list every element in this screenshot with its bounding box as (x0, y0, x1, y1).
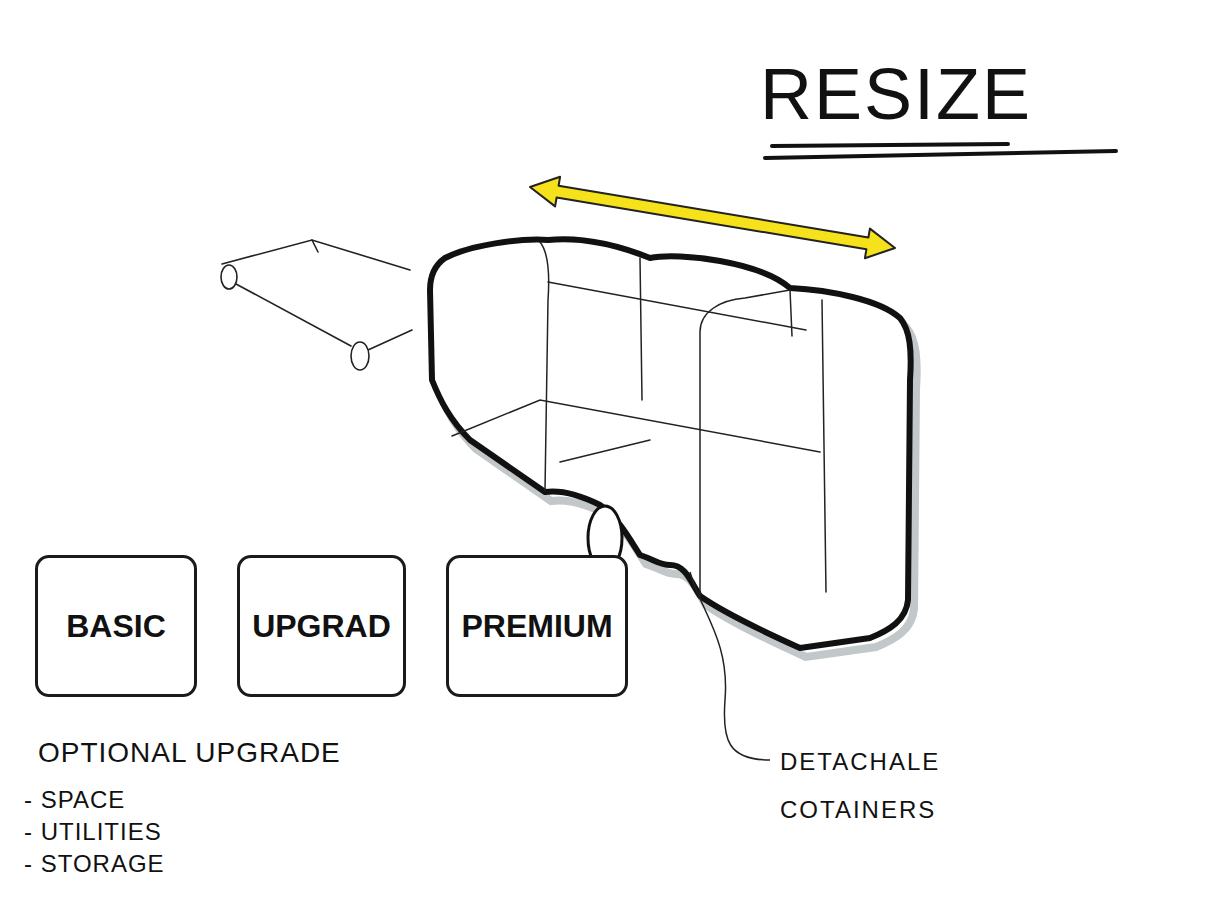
module-edge (368, 330, 412, 350)
top-line (548, 282, 806, 330)
module-edge (312, 240, 318, 252)
tier-label: UPGRAD (252, 608, 391, 645)
floor-line (560, 440, 650, 462)
tier-box: PREMIUM (446, 555, 628, 697)
title-underline (765, 151, 1116, 158)
tier-box: UPGRAD (237, 555, 406, 697)
back-wall-line (790, 290, 792, 336)
floor-line (452, 400, 820, 452)
module-joint (351, 342, 369, 370)
module-edge (236, 284, 351, 346)
note-heading: OPTIONAL UPGRADE (38, 736, 341, 770)
container-divider (700, 290, 790, 596)
container-divider (822, 300, 826, 592)
leader-line (690, 572, 770, 760)
tier-label: BASIC (66, 608, 166, 645)
container-divider (540, 242, 549, 490)
detached-module (221, 240, 412, 370)
module-joint (221, 265, 237, 289)
back-wall-line (640, 258, 642, 400)
tier-box: BASIC (35, 555, 197, 697)
container-lines (452, 242, 826, 596)
title: RESIZE (760, 58, 1032, 130)
tier-label: PREMIUM (461, 608, 612, 645)
callout-text: DETACHALE COTAINERS (780, 738, 970, 834)
module-edge (222, 240, 410, 270)
list-item: - UTILITIES (24, 818, 162, 847)
list-item: - STORAGE (24, 850, 165, 879)
title-underline (772, 144, 1008, 146)
list-item: - SPACE (24, 786, 125, 815)
